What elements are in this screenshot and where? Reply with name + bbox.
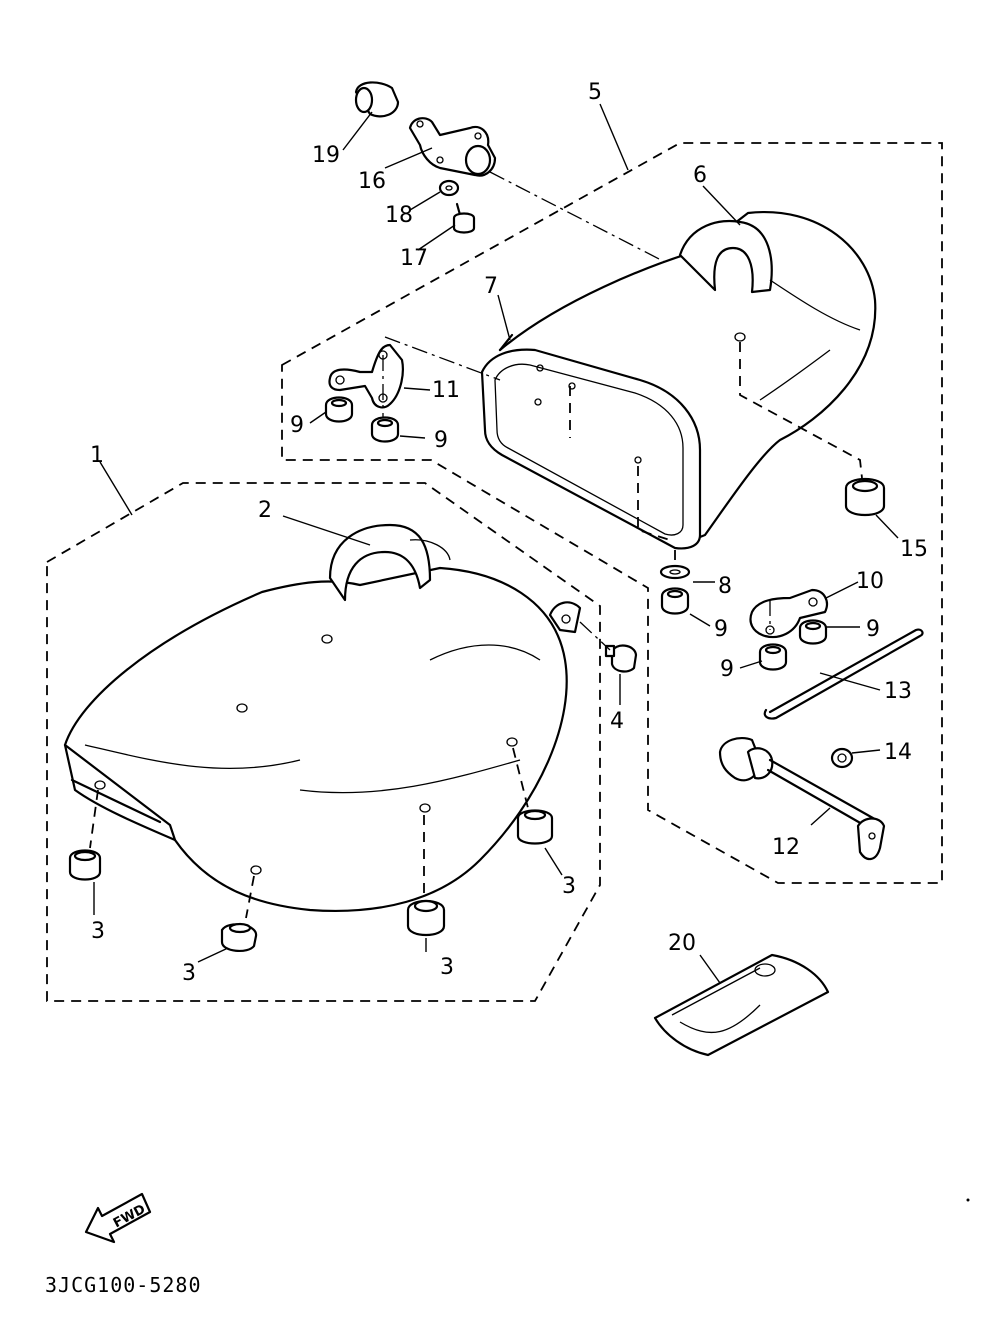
callout-2: 2: [258, 498, 272, 523]
callout-labels: 1 2 3 3 3 3 4 5 6 7 8 9 9 9 9 9 10 11 12…: [90, 80, 928, 986]
callout-8: 8: [718, 574, 732, 599]
callout-6: 6: [693, 163, 707, 188]
callout-18: 18: [385, 203, 413, 228]
bolt-17: [452, 202, 476, 234]
bracket-11: [328, 336, 501, 420]
leader-lines: [93, 103, 899, 984]
callout-9d: 9: [866, 617, 880, 642]
washer-18: [438, 179, 460, 197]
forward-arrow-icon: FWD: [84, 1192, 152, 1244]
front-seat: [63, 523, 582, 913]
callout-13: 13: [884, 679, 912, 704]
callout-19: 19: [312, 143, 340, 168]
callout-14: 14: [884, 740, 912, 765]
nut-9c: [660, 587, 690, 615]
assembly-boundary-5: [281, 142, 943, 884]
nut-9b: [370, 416, 400, 443]
washer-14: [830, 747, 854, 769]
grommet-19: [354, 81, 400, 118]
callout-20: 20: [668, 931, 696, 956]
callout-12: 12: [772, 835, 800, 860]
seat-lock-12: [718, 736, 886, 861]
callout-7: 7: [484, 274, 498, 299]
callout-9a: 9: [290, 413, 304, 438]
callout-9c: 9: [714, 617, 728, 642]
bracket-10: [749, 588, 829, 639]
callout-5: 5: [588, 80, 602, 105]
damper-3c: [406, 899, 446, 937]
document-pouch-20: [653, 953, 830, 1057]
nut-9a: [324, 396, 354, 423]
damper-3d: [516, 809, 554, 845]
callout-3a: 3: [91, 919, 105, 944]
rear-seat: [480, 210, 877, 550]
damper-15: [844, 477, 886, 517]
assembly-boundary-1: [46, 482, 601, 1002]
damper-3b: [220, 922, 258, 952]
callout-3c: 3: [440, 955, 454, 980]
bolt-4: [579, 621, 638, 673]
callout-3d: 3: [562, 874, 576, 899]
wire-13: [763, 628, 924, 720]
callout-11: 11: [432, 378, 460, 403]
callout-10: 10: [856, 569, 884, 594]
nut-9d: [798, 619, 828, 645]
lock-holder-16: [408, 117, 666, 263]
callout-4: 4: [610, 709, 624, 734]
collar-8: [659, 564, 691, 580]
seat-1-assembly-lines: [89, 747, 529, 919]
seat-7-assembly-lines: [569, 342, 863, 566]
callout-9e: 9: [720, 657, 734, 682]
callout-16: 16: [358, 169, 386, 194]
callout-3b: 3: [182, 961, 196, 986]
nut-9e: [758, 643, 788, 671]
callout-1: 1: [90, 443, 104, 468]
callout-9b: 9: [434, 428, 448, 453]
callout-17: 17: [400, 246, 428, 271]
callout-15: 15: [900, 537, 928, 562]
damper-3a: [68, 849, 102, 881]
part-code: 3JCG100-5280: [45, 1273, 202, 1297]
